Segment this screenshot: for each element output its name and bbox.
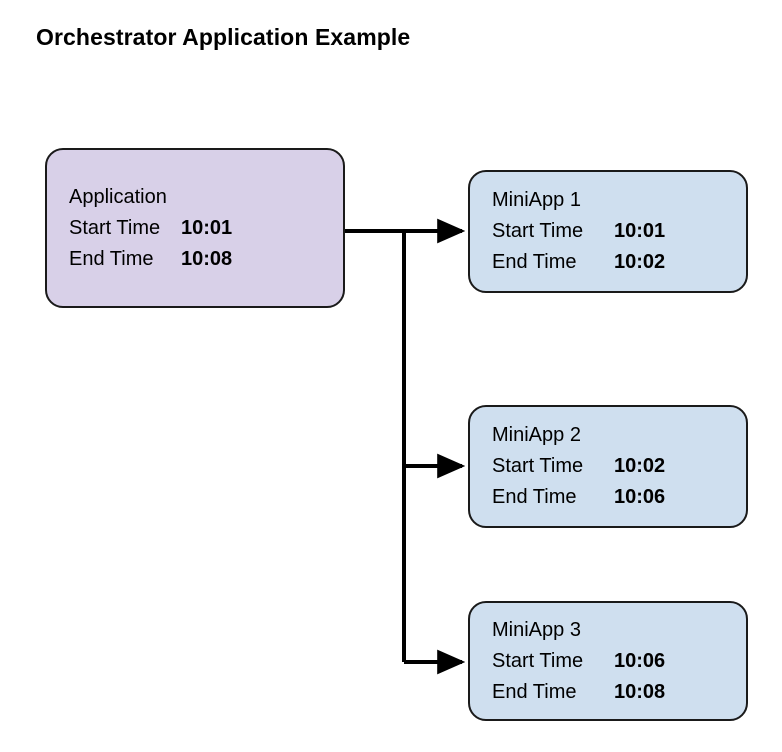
end-time-value: 10:08	[181, 247, 233, 270]
node-application[interactable]: Application Start Time 10:01 End Time 10…	[45, 148, 345, 308]
start-time-value: 10:01	[181, 216, 233, 239]
node-miniapp-3-content: MiniApp 3 Start Time 10:06 End Time 10:0…	[470, 615, 746, 708]
node-application-content: Application Start Time 10:01 End Time 10…	[47, 182, 343, 275]
end-time-value: 10:06	[614, 486, 666, 508]
end-time-label: End Time	[492, 680, 577, 703]
start-time-value: 10:02	[614, 455, 666, 477]
end-time-label: End Time	[492, 251, 577, 273]
node-miniapp-2-end-time: End Time 10:06	[492, 482, 746, 513]
node-miniapp-2[interactable]: MiniApp 2 Start Time 10:02 End Time 10:0…	[468, 405, 748, 528]
end-time-label: End Time	[492, 486, 577, 508]
start-time-value: 10:06	[614, 649, 666, 672]
node-miniapp-1-content: MiniApp 1 Start Time 10:01 End Time 10:0…	[470, 185, 746, 278]
node-application-title: Application	[69, 185, 167, 208]
end-time-value: 10:02	[614, 251, 666, 273]
node-miniapp-3-end-time: End Time 10:08	[492, 677, 746, 708]
node-miniapp-3-start-time: Start Time 10:06	[492, 646, 746, 677]
start-time-value: 10:01	[614, 220, 666, 242]
end-time-label: End Time	[69, 247, 154, 270]
node-miniapp-3-title: MiniApp 3	[492, 618, 581, 641]
node-miniapp-1-title: MiniApp 1	[492, 189, 581, 211]
node-miniapp-1[interactable]: MiniApp 1 Start Time 10:01 End Time 10:0…	[468, 170, 748, 293]
node-miniapp-3[interactable]: MiniApp 3 Start Time 10:06 End Time 10:0…	[468, 601, 748, 721]
node-miniapp-2-content: MiniApp 2 Start Time 10:02 End Time 10:0…	[470, 420, 746, 513]
node-application-start-time: Start Time 10:01	[69, 213, 343, 244]
page-title: Orchestrator Application Example	[36, 24, 411, 50]
node-miniapp-2-start-time: Start Time 10:02	[492, 451, 746, 482]
start-time-label: Start Time	[492, 220, 584, 242]
end-time-value: 10:08	[614, 680, 666, 703]
start-time-label: Start Time	[492, 649, 584, 672]
node-application-end-time: End Time 10:08	[69, 244, 343, 275]
start-time-label: Start Time	[492, 455, 584, 477]
node-miniapp-1-start-time: Start Time 10:01	[492, 216, 746, 247]
connector-trunk	[345, 229, 406, 662]
node-miniapp-1-end-time: End Time 10:02	[492, 247, 746, 278]
node-miniapp-2-title: MiniApp 2	[492, 424, 581, 446]
start-time-label: Start Time	[69, 216, 161, 239]
